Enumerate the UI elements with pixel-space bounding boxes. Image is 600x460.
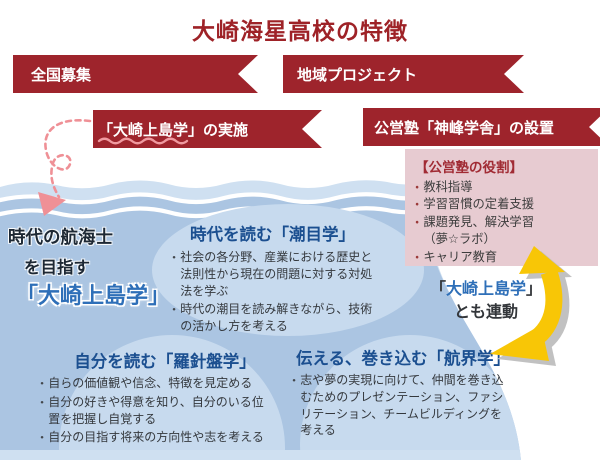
bullet-icon: •	[172, 251, 176, 263]
banner-national-recruitment: 全国募集	[13, 55, 258, 93]
juku-roles-list: •教科指導 •学習習慣の定着支援 •課題発見、解決学習 （夢☆ラボ） •キャリア…	[415, 179, 590, 266]
bullet-icon: •	[40, 377, 44, 389]
juku-roles-panel: 【公営塾の役割】 •教科指導 •学習習慣の定着支援 •課題発見、解決学習 （夢☆…	[405, 149, 598, 266]
banner-public-juku: 公営塾「神峰学舎」の設置	[363, 108, 600, 146]
koukai-circle	[300, 335, 520, 460]
list-item: •志や夢の実現に向けて、仲間を巻き込むためのプレゼンテーション、ファシリテーショ…	[292, 373, 504, 438]
koukai-section-list: •志や夢の実現に向けて、仲間を巻き込むためのプレゼンテーション、ファシリテーショ…	[292, 372, 510, 441]
renkei-school-name: 大崎上島学	[445, 281, 526, 298]
bullet-icon: •	[415, 181, 419, 193]
page-title: 大崎海星高校の特徴	[192, 18, 408, 44]
koukai-section-title: 伝える、巻き込む「航界学」	[295, 350, 510, 368]
list-item: •社会の各分野、産業における歴史と法則性から現在の問題に対する対処法を学ぶ	[172, 250, 373, 298]
goal-line-1: 時代の航海士	[8, 227, 113, 247]
banner-juku-label: 公営塾「神峰学舎」の設置	[374, 119, 555, 137]
list-item: •自分の目指す将来の方向性や志を考える	[40, 430, 264, 445]
list-item: •学習習慣の定着支援	[415, 197, 534, 212]
banner-national-label: 全国募集	[31, 66, 92, 84]
sea-bottom-light-strip	[0, 450, 521, 460]
goal-line-2: を目指す	[24, 259, 90, 277]
bullet-icon: •	[40, 431, 44, 444]
renkei-close-bracket: 」	[526, 281, 543, 298]
list-item: •教科指導	[415, 180, 473, 194]
juku-roles-heading: 【公営塾の役割】	[415, 160, 523, 175]
goal-line-3: 「大崎上島学」	[16, 283, 171, 308]
list-item: •自分の好きや得意を知り、自分のいる位置を把握し自覚する	[40, 394, 264, 426]
banner-jissi-label: 「大崎上島学」の実施	[98, 121, 249, 139]
wave-white-stripe-1	[0, 192, 435, 205]
list-item: •自らの価値観や信念、特徴を見定める	[40, 376, 253, 390]
bullet-icon: •	[172, 303, 176, 316]
banner-regional-project: 地域プロジェクト	[283, 55, 524, 93]
renkei-open-bracket: 「	[429, 281, 446, 298]
rashinban-section-list: •自らの価値観や信念、特徴を見定める •自分の好きや得意を知り、自分のいる位置を…	[40, 375, 274, 448]
renkei-line2: とも連動	[453, 304, 518, 322]
bullet-icon: •	[292, 374, 296, 386]
bullet-icon: •	[415, 198, 419, 211]
list-item: •キャリア教育	[415, 249, 498, 264]
list-item: •課題発見、解決学習 （夢☆ラボ）	[415, 214, 534, 247]
bullet-icon: •	[40, 396, 44, 408]
banner-osakikamijima-gaku: 「大崎上島学」の実施	[93, 110, 322, 148]
bullet-icon: •	[415, 216, 419, 228]
shiome-circle	[152, 204, 424, 336]
shiome-section-title: 時代を読む「潮目学」	[190, 226, 355, 244]
renkei-note: 「大崎上島学」 とも連動	[422, 278, 550, 324]
bullet-icon: •	[415, 251, 419, 263]
shiome-section-list: •社会の各分野、産業における歴史と法則性から現在の問題に対する対処法を学ぶ •時…	[172, 249, 378, 337]
rashinban-section-title: 自分を読む「羅針盤学」	[74, 353, 256, 371]
banner-regional-label: 地域プロジェクト	[297, 66, 418, 84]
rashinban-circle	[59, 335, 285, 460]
list-item: •時代の潮目を読み解きながら、技術の活かし方を考える	[172, 302, 373, 334]
